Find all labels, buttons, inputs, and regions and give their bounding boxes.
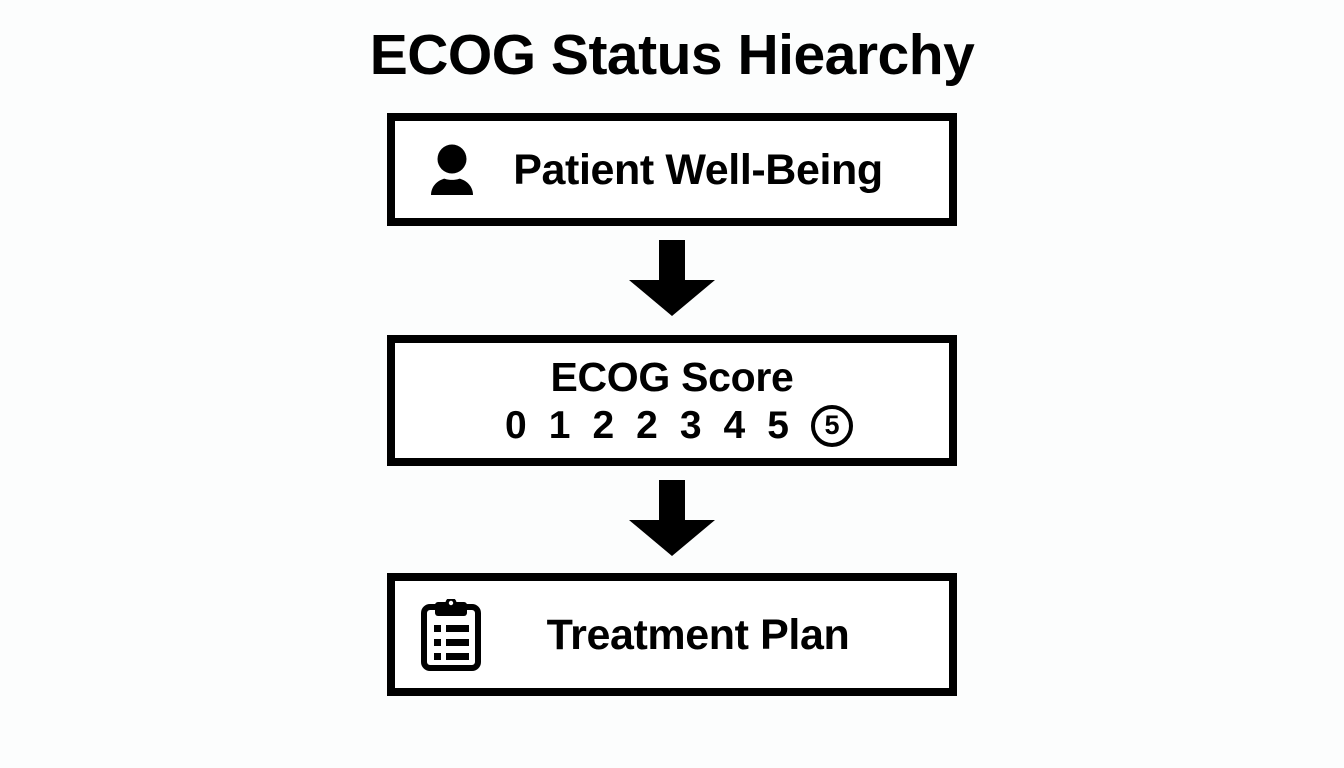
ecog-score-option-6[interactable]: 5 [767,403,789,447]
node-label-ecog-score: ECOG Score [550,353,794,400]
node-label-patient-well-being: Patient Well-Being [513,145,883,194]
ecog-score-option-3[interactable]: 2 [636,403,658,447]
node-ecog-score[interactable]: ECOG Score 0 1 2 2 3 4 5 5 [387,335,957,466]
ecog-score-option-4[interactable]: 3 [679,403,702,447]
node-patient-well-being[interactable]: Patient Well-Being [387,113,957,226]
clipboard-icon [421,597,481,671]
person-icon [421,139,483,201]
ecog-score-option-5[interactable]: 4 [723,403,746,447]
node-label-treatment-plan: Treatment Plan [546,610,850,659]
ecog-score-stack: ECOG Score 0 1 2 2 3 4 5 5 [395,354,949,448]
ecog-score-row: 0 1 2 2 3 4 5 5 [491,404,853,448]
ecog-score-option-0[interactable]: 0 [505,403,527,447]
node-treatment-plan[interactable]: Treatment Plan [387,573,957,696]
arrow-down-icon-2 [629,480,715,556]
arrow-down-icon-1 [629,240,715,316]
ecog-score-selected-badge[interactable]: 5 [810,404,853,447]
ecog-score-option-2[interactable]: 2 [592,403,615,447]
page-title: ECOG Status Hiearchy [369,23,975,87]
ecog-score-option-1[interactable]: 1 [548,403,571,447]
